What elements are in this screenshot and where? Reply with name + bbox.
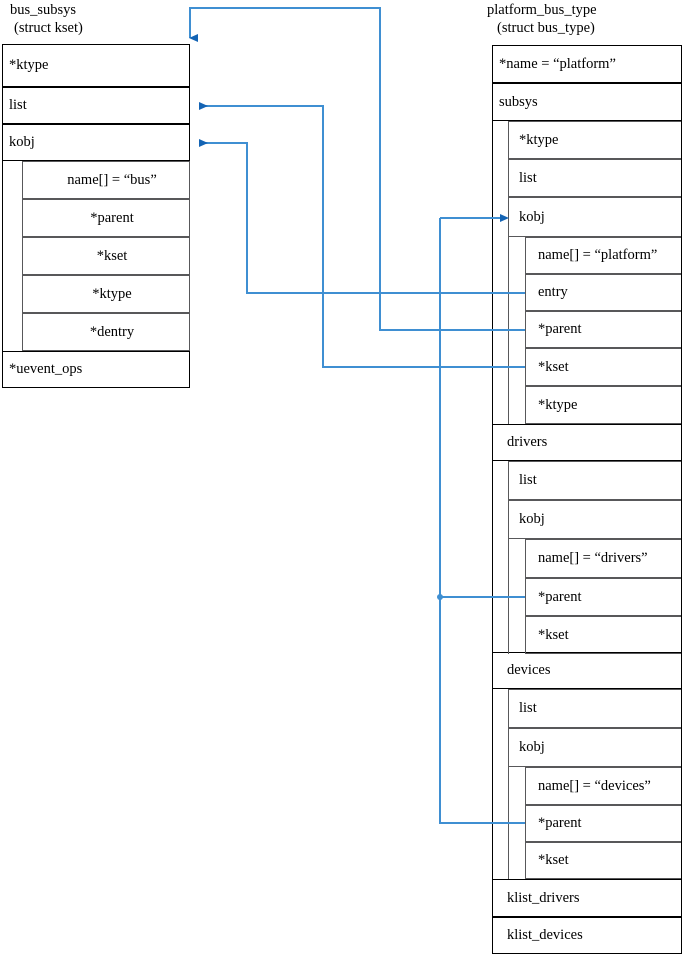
field-label: drivers [507, 434, 548, 450]
field-label: *name = “platform” [499, 55, 616, 72]
field-label: list [519, 169, 537, 186]
bus-subsys-field-uevent-ops: *uevent_ops [2, 351, 190, 388]
field-label: name[] = “devices” [538, 777, 651, 794]
drivers-field-kobj: kobj [508, 500, 682, 539]
platform-bus-type-subtitle: (struct bus_type) [497, 20, 595, 36]
wire-subsys-kset-to-bus-list [199, 102, 525, 368]
field-label: subsys [499, 93, 538, 110]
subsys-group-spine [508, 121, 509, 424]
bus-subsys-kobj-field-dentry: *dentry [22, 313, 190, 351]
field-label: *kset [538, 852, 569, 868]
devices-field-list: list [508, 689, 682, 728]
field-label: klist_drivers [507, 889, 580, 906]
drivers-kobj-group-spine [525, 539, 526, 654]
platform-field-devices: devices [492, 652, 682, 689]
subsys-field-ktype: *ktype [508, 121, 682, 159]
field-label: *uevent_ops [9, 361, 83, 377]
field-label: devices [507, 662, 551, 678]
field-label: name[] = “bus” [67, 171, 157, 188]
drivers-kobj-field-kset: *kset [525, 616, 682, 654]
field-label: klist_devices [507, 927, 583, 943]
wire-drivers-parent-to-bus-kobj [199, 139, 525, 294]
bus-subsys-field-kobj: kobj [2, 124, 190, 161]
platform-field-subsys: subsys [492, 83, 682, 121]
field-label: *ktype [538, 396, 578, 413]
subsys-kobj-field-name: name[] = “platform” [525, 237, 682, 274]
subsys-kobj-field-parent: *parent [525, 311, 682, 348]
bus-subsys-title: bus_subsys [10, 2, 77, 18]
drivers-kobj-field-parent: *parent [525, 578, 682, 616]
subsys-field-list: list [508, 159, 682, 197]
subsys-field-kobj: kobj [508, 197, 682, 237]
field-label: *kset [96, 247, 128, 264]
subsys-kobj-field-ktype: *ktype [525, 386, 682, 424]
field-label: name[] = “platform” [538, 247, 658, 263]
bus-subsys-subtitle: (struct kset) [14, 20, 83, 36]
devices-kobj-group-spine [525, 767, 526, 879]
field-label: kobj [519, 739, 545, 755]
field-label: *dentry [89, 323, 135, 340]
bus-subsys-field-ktype: *ktype [2, 44, 190, 87]
field-label: *kset [538, 358, 569, 375]
field-label: kobj [519, 208, 545, 225]
field-label: list [9, 97, 27, 113]
bus-subsys-kobj-field-kset: *kset [22, 237, 190, 275]
subsys-kobj-group-spine [525, 237, 526, 424]
devices-kobj-field-kset: *kset [525, 842, 682, 879]
field-label: *kset [538, 626, 569, 643]
subsys-kobj-field-kset: *kset [525, 348, 682, 386]
field-label: list [519, 472, 537, 488]
devices-kobj-field-name: name[] = “devices” [525, 767, 682, 805]
wire-subsys-parent-to-bus-ktype [189, 7, 525, 331]
bus-subsys-field-list: list [2, 87, 190, 124]
platform-bus-type-title: platform_bus_type [487, 2, 597, 18]
field-label: list [519, 700, 537, 716]
field-label: name[] = “drivers” [538, 550, 648, 566]
platform-field-name: *name = “platform” [492, 45, 682, 83]
bus-subsys-kobj-field-ktype: *ktype [22, 275, 190, 313]
subsys-kobj-field-entry: entry [525, 274, 682, 311]
devices-field-kobj: kobj [508, 728, 682, 767]
bus-subsys-kobj-field-name: name[] = “bus” [22, 161, 190, 199]
drivers-field-list: list [508, 461, 682, 500]
field-label: entry [538, 284, 568, 300]
wire-junction-dot [437, 594, 443, 600]
field-label: *parent [538, 588, 582, 605]
field-label: *ktype [519, 131, 559, 148]
drivers-kobj-field-name: name[] = “drivers” [525, 539, 682, 578]
drivers-group-spine [508, 461, 509, 654]
field-label: kobj [519, 511, 545, 527]
bus-subsys-kobj-field-parent: *parent [22, 199, 190, 237]
field-label: *parent [538, 815, 582, 831]
platform-field-klist-devices: klist_devices [492, 917, 682, 954]
platform-outer-spine-right [681, 45, 682, 954]
devices-kobj-field-parent: *parent [525, 805, 682, 842]
platform-outer-spine-left [492, 45, 493, 954]
bus-subsys-outer-spine [2, 44, 3, 388]
platform-field-drivers: drivers [492, 424, 682, 461]
field-label: *ktype [9, 57, 49, 73]
field-label: *ktype [92, 285, 132, 302]
field-label: *parent [538, 321, 582, 337]
field-label: *parent [90, 209, 134, 226]
field-label: kobj [9, 134, 35, 150]
platform-field-klist-drivers: klist_drivers [492, 879, 682, 917]
devices-group-spine [508, 689, 509, 879]
